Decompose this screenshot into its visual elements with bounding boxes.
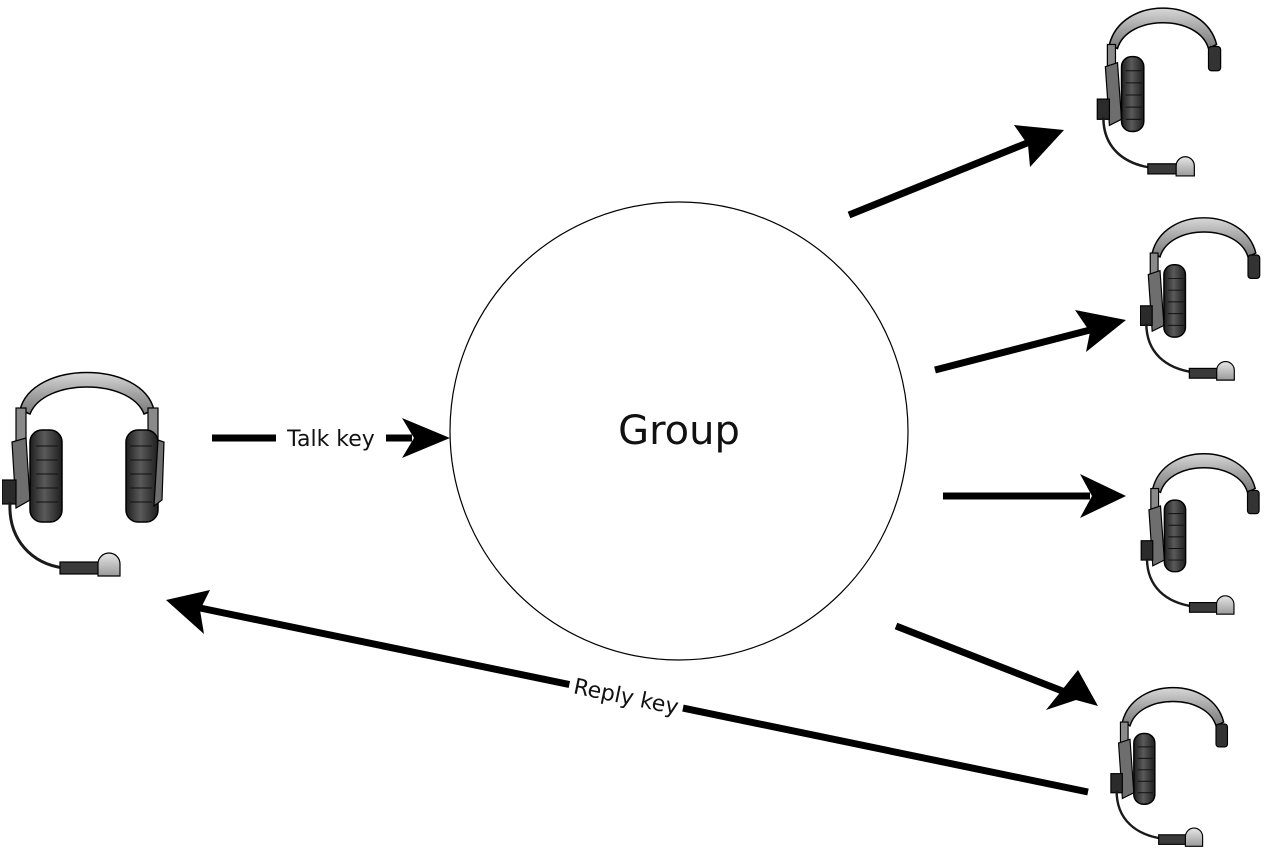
receiver-headset-icon-4 (1109, 686, 1229, 848)
sender-headset-icon (2, 371, 166, 578)
group-label: Group (618, 408, 740, 454)
group-circle (449, 201, 909, 661)
group-to-receiver-arrow-2 (934, 310, 1126, 374)
talk-key-label: Talk key (286, 427, 375, 452)
group-to-receiver-arrow-4 (894, 622, 1098, 710)
receiver-headset-icon-3 (1140, 452, 1261, 616)
reply-key-label: Reply key (571, 674, 680, 720)
talk-key-arrow: Talk key (212, 418, 450, 458)
group-to-receiver-arrow-1 (847, 125, 1064, 219)
receiver-headset-icon-2 (1140, 216, 1261, 382)
group-to-receiver-arrow-3 (943, 474, 1126, 518)
receiver-headset-icon-1 (1096, 6, 1222, 178)
